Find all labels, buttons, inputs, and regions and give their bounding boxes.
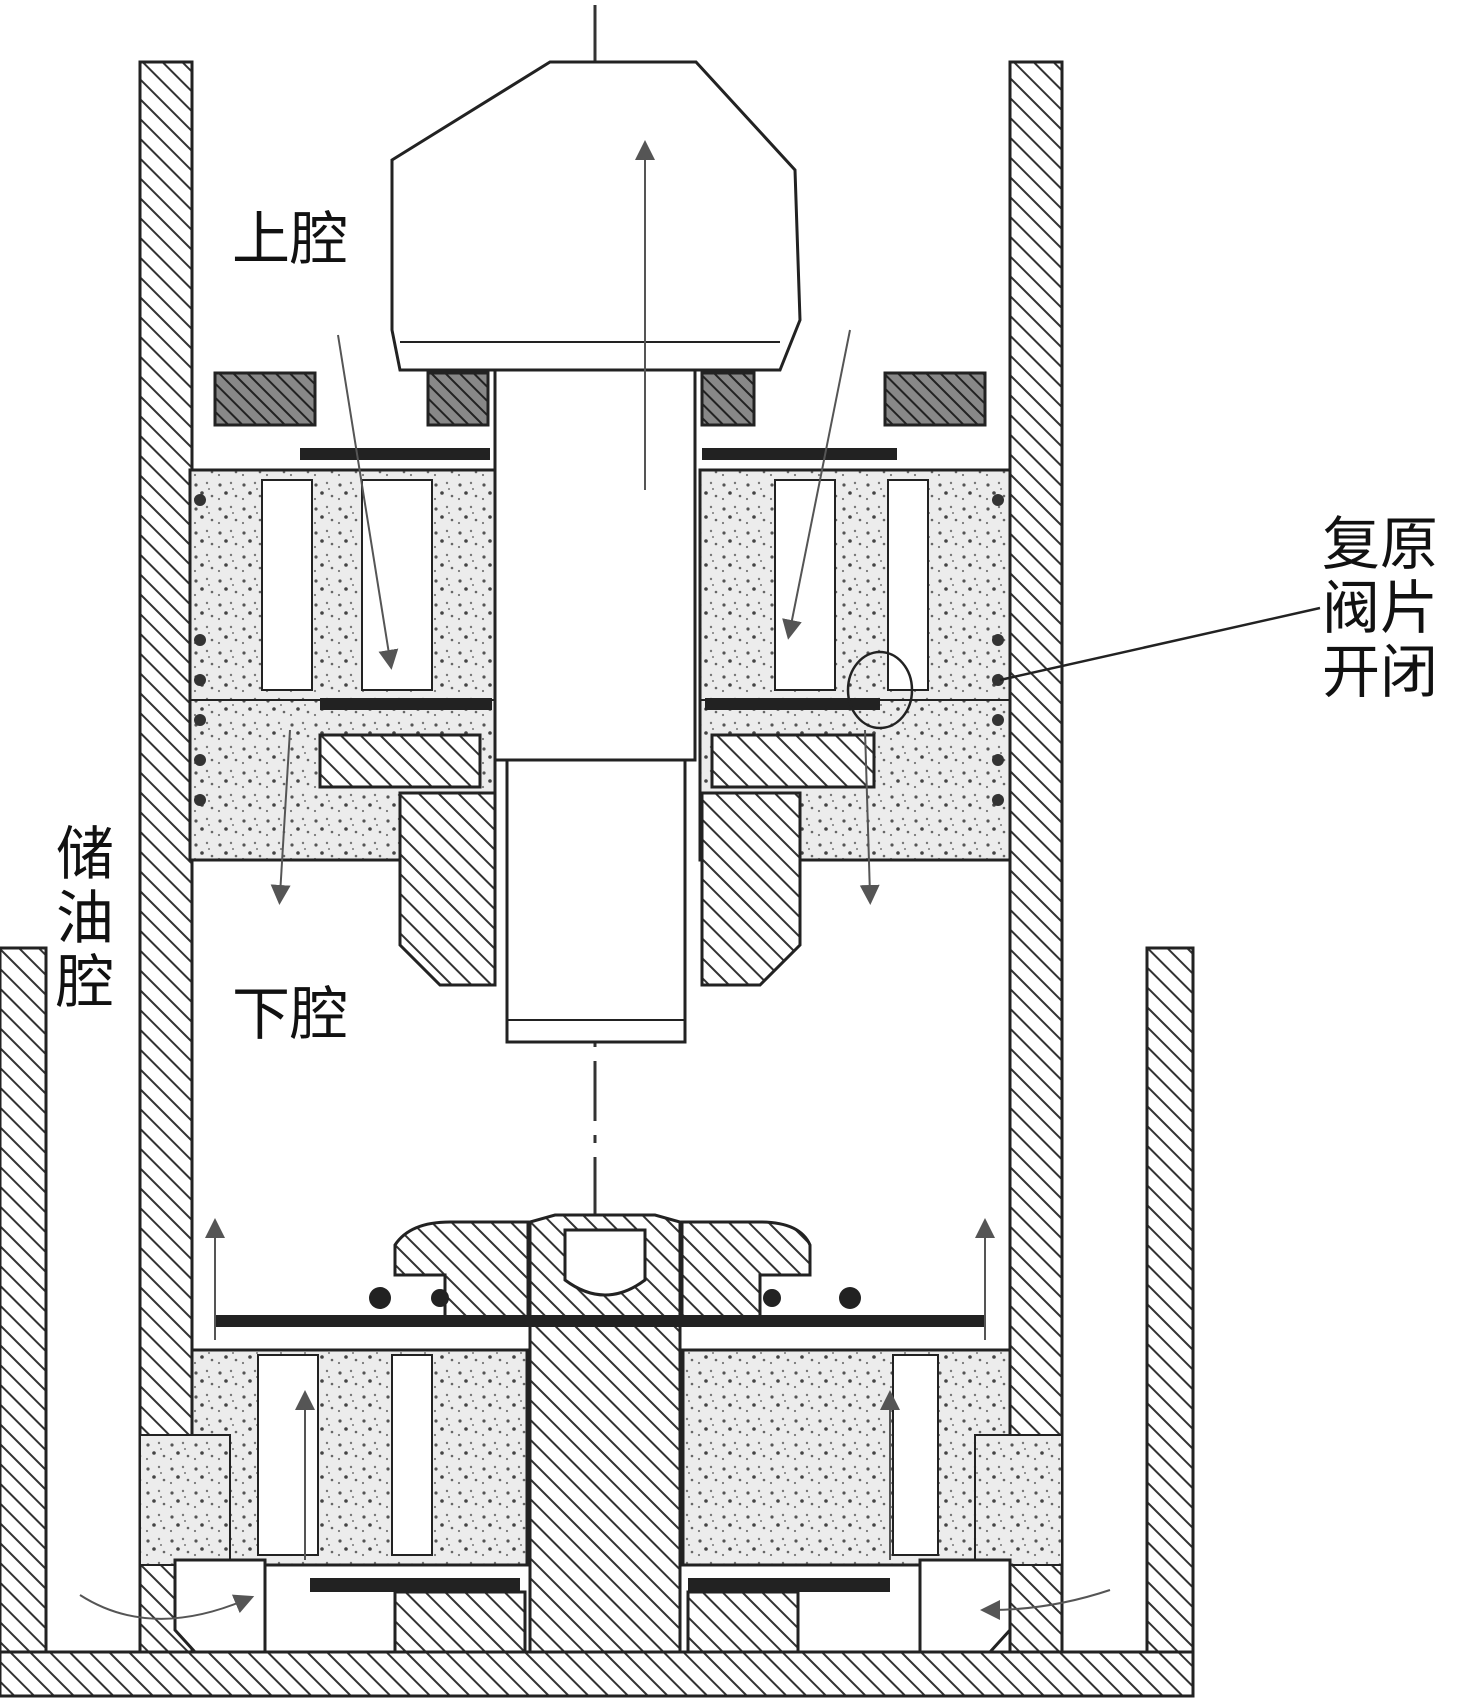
lower-chamber-label: 下腔 — [232, 980, 349, 1048]
rebound-valve-leader — [999, 606, 1321, 682]
rebound-valve-label-line1: 复原 — [1322, 510, 1439, 578]
piston-rod — [390, 60, 802, 1044]
rebound-valve-label-line2: 阀片 — [1322, 574, 1439, 642]
rebound-valve-callout — [846, 650, 914, 730]
piston-flow-arrows — [270, 140, 880, 905]
inner-cylinder — [138, 60, 1064, 1654]
rebound-valve-label-line3: 开闭 — [1322, 638, 1439, 706]
upper-chamber-label: 上腔 — [232, 205, 349, 273]
outer-tube — [0, 946, 1195, 1698]
base-valve — [139, 1213, 1063, 1654]
rebound-valve-label: 复原 阀片 开闭 — [1322, 512, 1462, 704]
base-flow-arrows — [79, 1218, 1111, 1620]
piston-seal — [194, 494, 1004, 806]
reservoir-label: 储油腔 — [55, 820, 114, 1016]
piston-assembly — [188, 371, 1012, 987]
